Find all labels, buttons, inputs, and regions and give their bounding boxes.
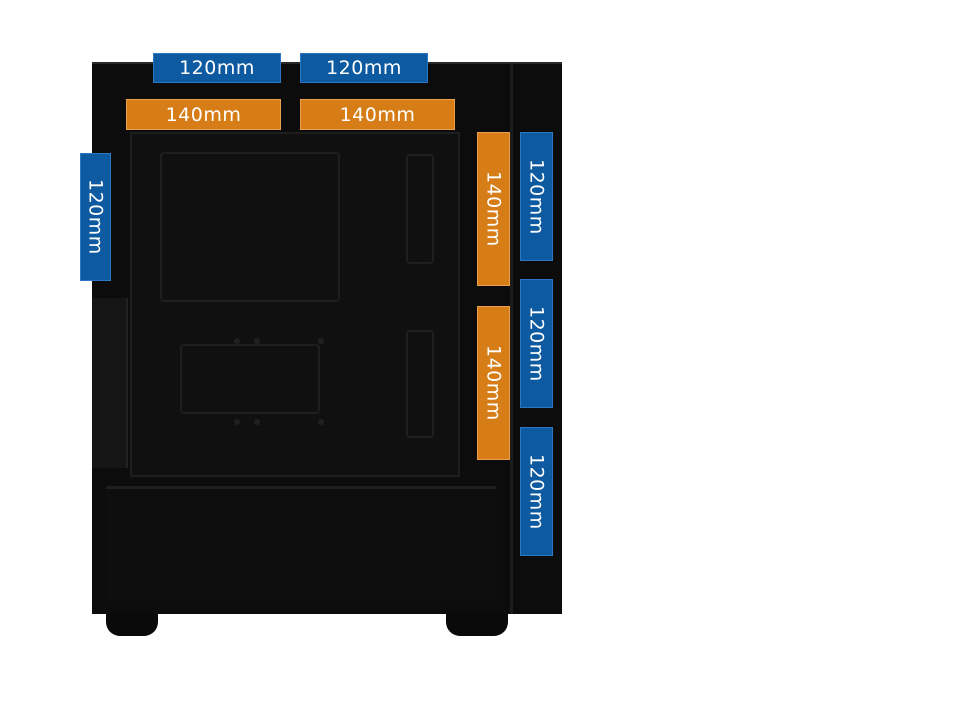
rear-fan-120-label: 120mm (80, 153, 111, 281)
cable-grommet-top (406, 154, 434, 264)
front-panel-edge (510, 62, 513, 614)
motherboard-tray (130, 132, 460, 477)
front-fan-140-label-2: 140mm (477, 306, 510, 460)
standoff-hole (234, 338, 240, 344)
top-fan-140-label-1: 140mm (126, 99, 281, 130)
expansion-slots (92, 298, 128, 468)
front-fan-120-label-2: 120mm (520, 279, 553, 408)
tray-cutout (180, 344, 320, 414)
standoff-hole (234, 419, 240, 425)
standoff-hole (254, 338, 260, 344)
cable-grommet-bottom (406, 330, 434, 438)
case-foot-left (106, 614, 158, 636)
cpu-cutout (160, 152, 340, 302)
front-fan-140-label-1: 140mm (477, 132, 510, 286)
case-foot-right (446, 614, 508, 636)
psu-shroud (106, 486, 496, 601)
top-fan-120-label-1: 120mm (153, 53, 281, 83)
standoff-hole (318, 338, 324, 344)
top-fan-120-label-2: 120mm (300, 53, 428, 83)
top-fan-140-label-2: 140mm (300, 99, 455, 130)
front-fan-120-label-3: 120mm (520, 427, 553, 556)
standoff-hole (254, 419, 260, 425)
front-fan-120-label-1: 120mm (520, 132, 553, 261)
standoff-hole (318, 419, 324, 425)
